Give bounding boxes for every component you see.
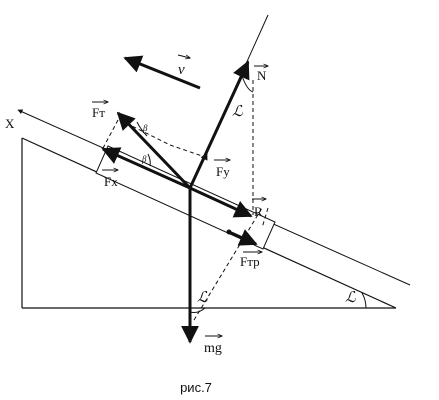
body-block bbox=[95, 145, 276, 250]
traction-force-label: Fт bbox=[92, 105, 105, 120]
velocity-arrow bbox=[123, 55, 201, 90]
reaction-force-label: R bbox=[254, 204, 263, 219]
traction-force-arrow bbox=[116, 111, 192, 190]
gravity-force-label: mg bbox=[204, 341, 222, 356]
alpha-label-base: ℒ bbox=[345, 290, 357, 306]
velocity-label: v bbox=[178, 62, 185, 78]
dashed-ft-to-fx-2 bbox=[169, 144, 209, 159]
beta-arc-top bbox=[136, 121, 148, 137]
alpha-arc-n bbox=[241, 75, 254, 93]
figure-caption: рис.7 bbox=[180, 380, 212, 395]
dashed-ft-diag bbox=[101, 119, 119, 151]
traction-x-label: Fx bbox=[104, 174, 118, 189]
normal-force-label: N bbox=[257, 68, 267, 83]
dashed-r-box bbox=[261, 207, 269, 229]
traction-y-label: Fy bbox=[216, 164, 230, 179]
beta-label-mid: β bbox=[141, 154, 147, 164]
angle-arcs bbox=[136, 75, 367, 313]
traction-x-arrow bbox=[101, 147, 191, 190]
friction-force-label: Fтр bbox=[240, 254, 260, 269]
friction-force-arrow bbox=[228, 229, 258, 246]
alpha-arc-mg bbox=[189, 307, 206, 313]
alpha-label-n: ℒ bbox=[232, 104, 244, 120]
reaction-force-arrow bbox=[189, 186, 253, 218]
x-axis-label: X bbox=[5, 116, 15, 131]
force-arrows bbox=[101, 60, 258, 344]
beta-label-top: β bbox=[142, 123, 148, 133]
traction-y-arrow bbox=[189, 152, 208, 189]
dashed-mg-to-r bbox=[193, 207, 263, 321]
friction-application-point bbox=[226, 229, 232, 235]
velocity-vector-bar bbox=[177, 54, 190, 58]
beta-arc-mid bbox=[147, 153, 151, 167]
alpha-label-mg: ℒ bbox=[197, 290, 209, 306]
alpha-arc-base bbox=[361, 292, 367, 309]
